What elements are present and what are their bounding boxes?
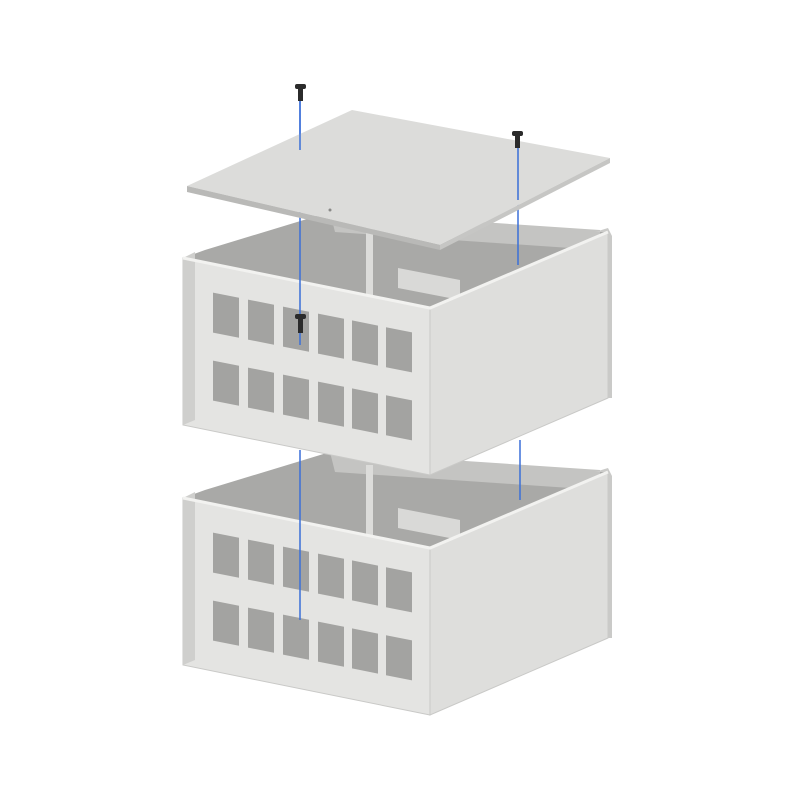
screw-icon (512, 131, 523, 148)
screw-icon (295, 84, 306, 101)
upper-enclosure-module (181, 210, 614, 477)
screw-icon (295, 314, 306, 333)
top-cover-plate (187, 110, 610, 250)
lower-enclosure-module (181, 450, 614, 717)
